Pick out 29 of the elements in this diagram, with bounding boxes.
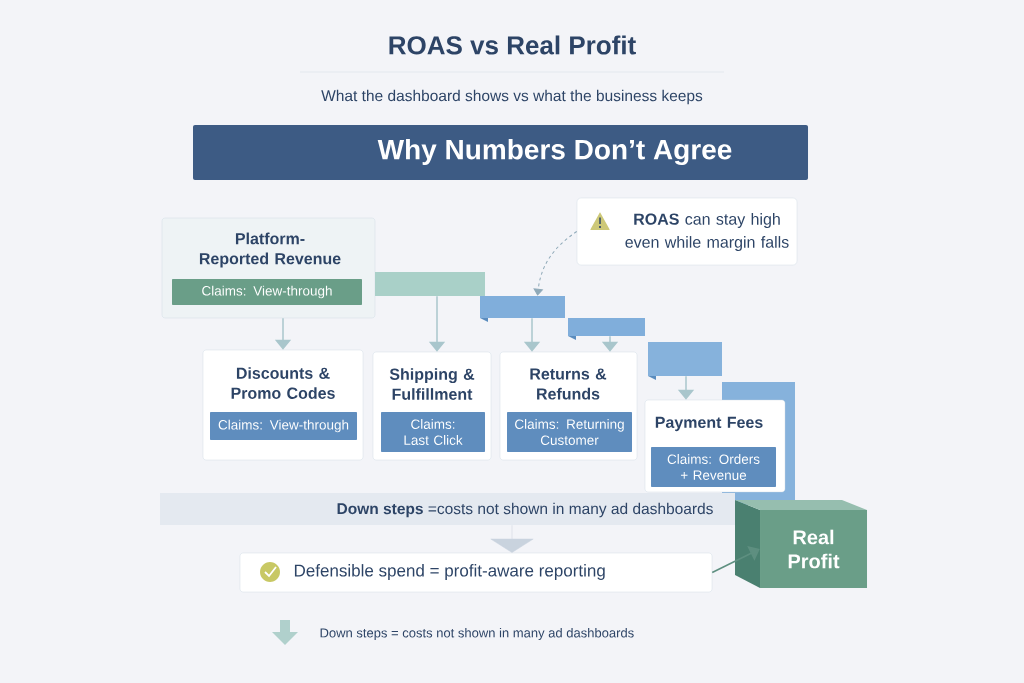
- callout-box: [576, 197, 798, 266]
- summary-text: Defensible spend = profit-aware reporting: [294, 564, 605, 580]
- band-text: Down steps =costs not shown in many ad dashboards: [337, 502, 713, 518]
- claim-badge: Claims: Last Click: [381, 412, 485, 452]
- box-heading: Platform-Reported Revenue: [199, 232, 341, 268]
- claim-badge: Claims: Orders + Revenue: [651, 447, 776, 487]
- claim-badge: Claims: View-through: [210, 412, 357, 440]
- claim-badge: Claims: View-through: [172, 279, 362, 305]
- arrow: [711, 546, 760, 574]
- chevron: [490, 524, 534, 553]
- legend-band: [160, 493, 735, 525]
- waterfall-step: [648, 342, 722, 380]
- profit-block: Real Profit: [735, 500, 867, 588]
- banner-title: Why Numbers Don’t Agree: [377, 138, 732, 166]
- waterfall-step: [480, 296, 565, 322]
- callout-text: ROAS can stay high even while margin falls: [625, 213, 789, 251]
- dashed-arrow: [533, 231, 578, 296]
- subtitle: What the dashboard shows vs what the business keeps: [321, 89, 703, 105]
- box-heading: Returns & Refunds: [530, 368, 607, 400]
- header-banner: [193, 125, 808, 180]
- waterfall-step: [375, 272, 485, 296]
- box-heading: Shipping & Fulfillment: [389, 368, 475, 400]
- box-heading: Payment Fees: [655, 416, 763, 432]
- title: ROAS vs Real Profit: [389, 35, 636, 55]
- claim-badge: Claims: Returning Customer: [507, 412, 632, 452]
- waterfall-step: [568, 318, 645, 340]
- legend-text: Down steps = costs not shown in many ad dashboards: [320, 627, 634, 641]
- box-heading: Discounts & Promo Codes: [231, 367, 335, 399]
- summary-box: [239, 552, 713, 593]
